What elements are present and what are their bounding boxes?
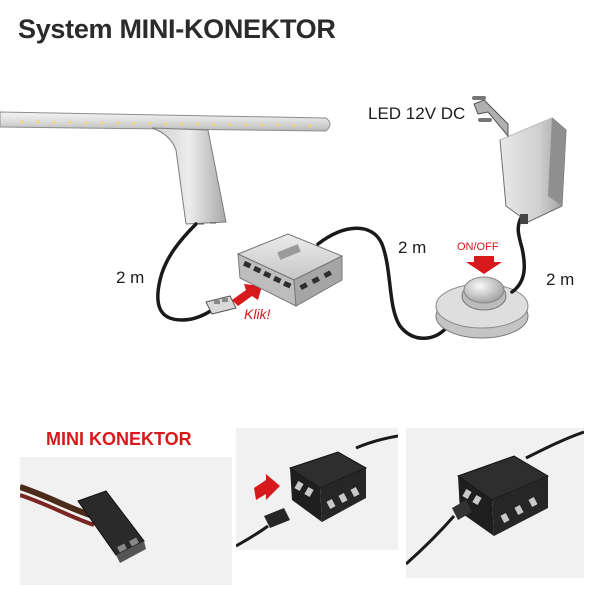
cable-length-supply: 2 m	[546, 270, 575, 289]
mini-konektor-title: MINI KONEKTOR	[46, 429, 192, 449]
power-supply-label: LED 12V DC	[368, 104, 466, 123]
click-label: Klik!	[244, 306, 271, 322]
cable-length-middle: 2 m	[398, 238, 427, 257]
foot-switch	[435, 276, 529, 339]
cable-length-lamp: 2 m	[116, 268, 145, 287]
photo-box-insert	[236, 428, 398, 550]
distribution-box	[236, 233, 344, 307]
insert-arrow-icon	[232, 284, 262, 306]
mini-plug	[205, 295, 237, 315]
system-diagram	[0, 96, 567, 340]
page-title: System MINI-KONEKTOR	[18, 14, 336, 44]
led-points	[20, 120, 312, 128]
led-lamp	[0, 111, 331, 225]
switch-label: ON/OFF	[457, 241, 499, 253]
power-supply	[472, 96, 567, 224]
cable-middle	[316, 226, 448, 340]
cable-supply	[510, 214, 527, 294]
photo-box-connected	[406, 428, 584, 578]
photo-mini-plug	[20, 457, 232, 585]
switch-arrow-icon	[466, 256, 502, 274]
photo-arrow-icon	[254, 474, 280, 500]
cable-lamp	[156, 222, 214, 322]
